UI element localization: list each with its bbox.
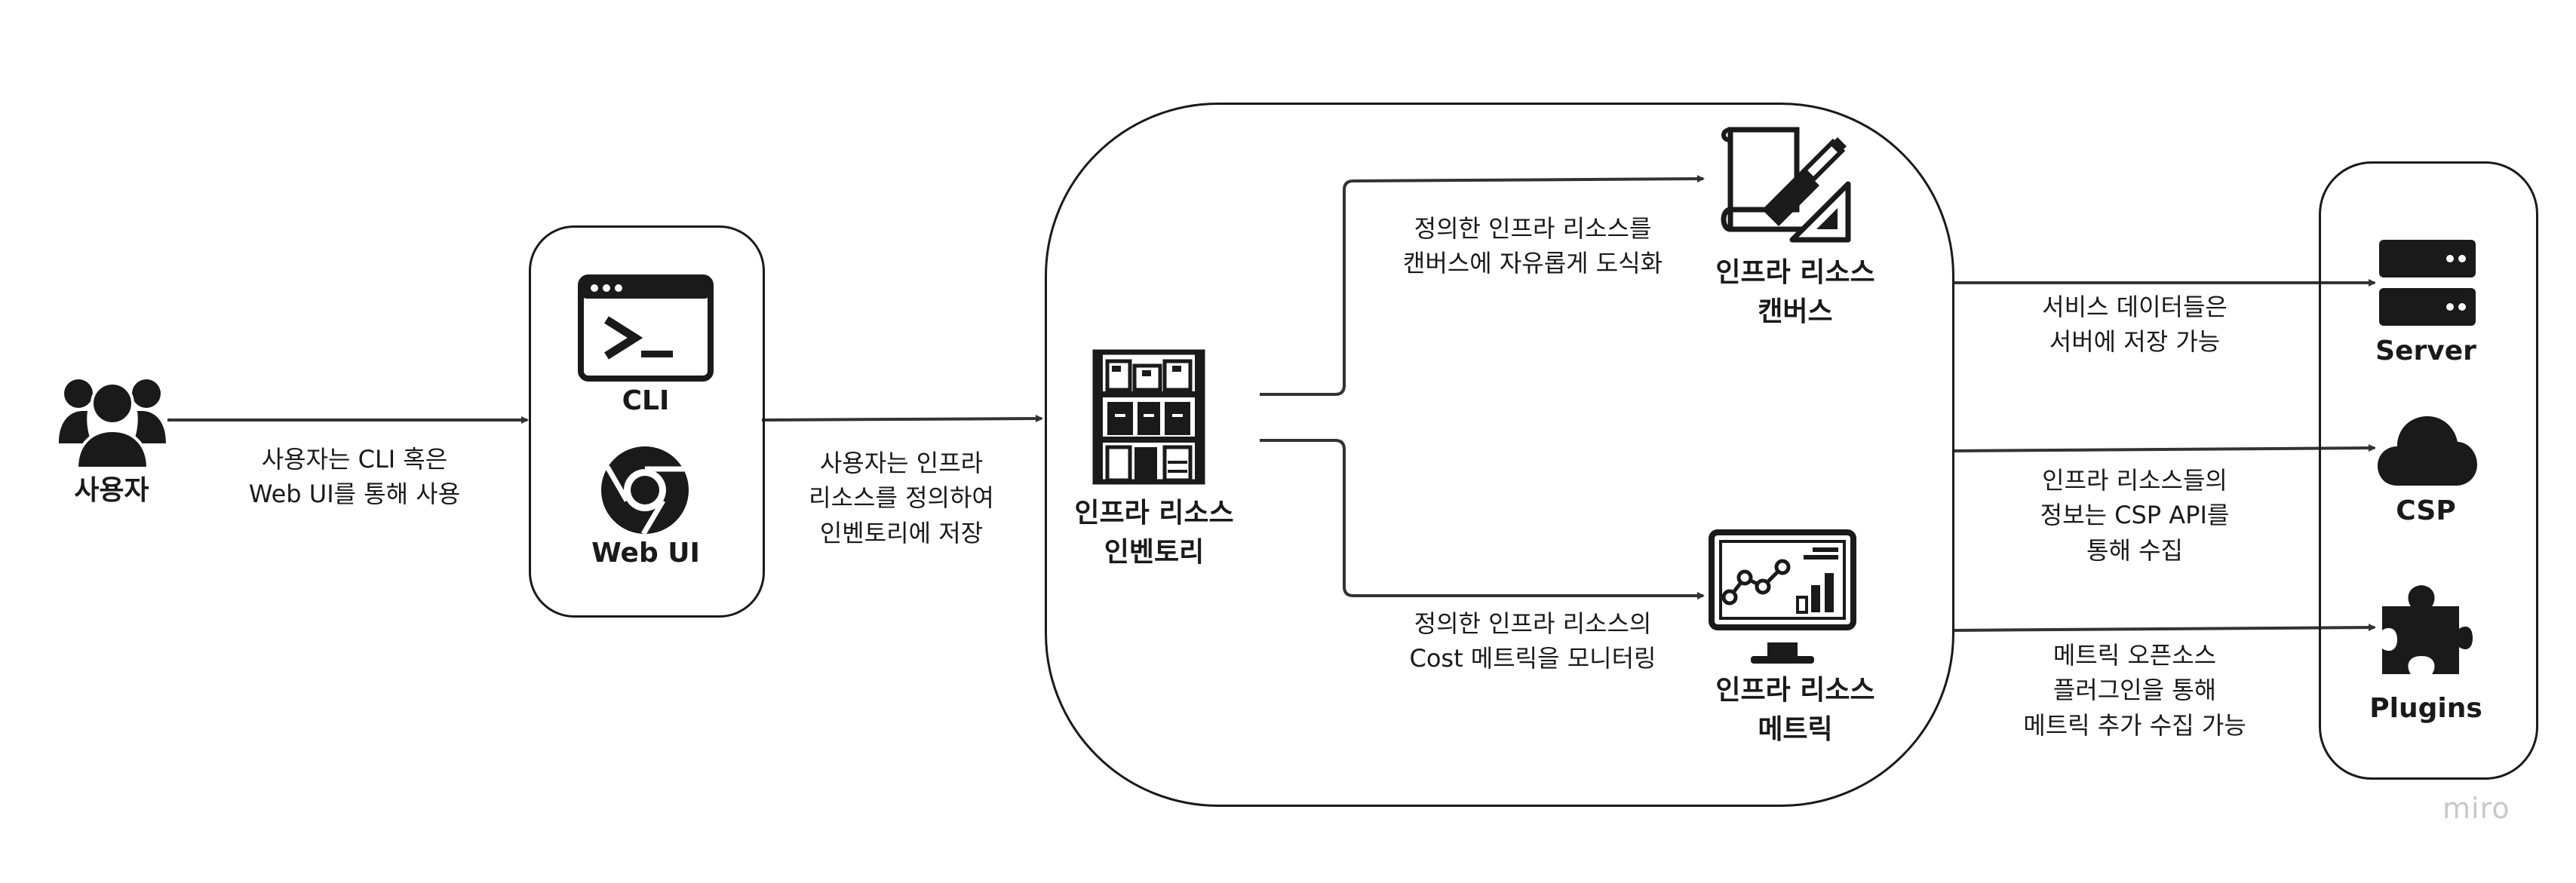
core-group — [1045, 103, 1954, 807]
arrow-inventory-to-metric — [1260, 439, 1705, 599]
edge-label-to-plugins: 메트릭 오픈소스 플러그인을 통해 메트릭 추가 수집 가능 — [1976, 638, 2293, 743]
edge-label-line: 정보는 CSP API를 — [2040, 501, 2230, 530]
edge-label-line: 사용자는 인프라 — [819, 449, 984, 477]
plugins-label: Plugins — [2369, 693, 2482, 724]
server-icon — [2379, 240, 2476, 326]
edge-label-line: 메트릭 추가 수집 가능 — [2023, 710, 2246, 740]
inventory-label-line: 인벤토리 — [1104, 537, 1205, 569]
interface-group — [529, 225, 765, 618]
metric-label: 인프라 리소스 메트릭 — [1682, 671, 1908, 750]
edge-label-line: 인프라 리소스들의 — [2042, 466, 2228, 495]
chrome-icon — [601, 446, 689, 535]
csp-label: CSP — [2396, 495, 2456, 526]
edge-label-to-server: 서비스 데이터들은 서버에 저장 가능 — [1991, 290, 2278, 360]
miro-watermark: miro — [2442, 792, 2510, 825]
edge-label-line: Web UI를 통해 사용 — [248, 480, 461, 509]
edge-label-inventory-to-metric: 정의한 인프라 리소스의 Cost 메트릭을 모니터링 — [1367, 606, 1699, 676]
arrow-to-plugins — [1951, 624, 2376, 632]
edge-label-to-csp: 인프라 리소스들의 정보는 CSP API를 통해 수집 — [1991, 463, 2278, 568]
arrow-interface-to-inventory — [761, 415, 1043, 423]
user-label: 사용자 — [74, 475, 149, 506]
edge-label-line: 정의한 인프라 리소스를 — [1414, 214, 1652, 243]
edge-label-inventory-to-canvas: 정의한 인프라 리소스를 캔버스에 자유롭게 도식화 — [1367, 211, 1699, 281]
edge-label-line: Cost 메트릭을 모니터링 — [1409, 644, 1656, 673]
cli-label: CLI — [622, 385, 670, 416]
blueprint-pencil-icon — [1721, 127, 1851, 243]
edge-label-line: 정의한 인프라 리소스의 — [1414, 609, 1652, 638]
backend-group — [2319, 161, 2538, 780]
inventory-label-line: 인프라 리소스 — [1074, 498, 1234, 529]
metric-label-line: 인프라 리소스 — [1715, 675, 1875, 706]
server-label: Server — [2375, 336, 2476, 366]
webui-label: Web UI — [591, 538, 700, 569]
edge-label-line: 캔버스에 자유롭게 도식화 — [1402, 249, 1663, 278]
cloud-icon — [2378, 416, 2477, 486]
arrow-inventory-to-canvas — [1260, 175, 1705, 396]
edge-label-line: 통해 수집 — [2086, 535, 2183, 565]
edge-label-line: 사용자는 CLI 혹은 — [261, 445, 448, 474]
canvas-label-line: 인프라 리소스 — [1715, 257, 1875, 288]
edge-label-line: 인벤토리에 저장 — [819, 518, 984, 547]
edge-label-line: 플러그인을 통해 — [2053, 676, 2217, 705]
users-group-icon — [59, 379, 166, 468]
inventory-label: 인프라 리소스 인벤토리 — [1041, 494, 1267, 572]
puzzle-icon — [2382, 585, 2473, 674]
terminal-icon — [578, 274, 714, 382]
edge-label-line: 메트릭 오픈소스 — [2053, 641, 2217, 670]
canvas-label: 인프라 리소스 캔버스 — [1682, 253, 1908, 332]
edge-label-line: 리소스를 정의하여 — [809, 483, 994, 513]
monitor-chart-icon — [1709, 529, 1856, 664]
metric-label-line: 메트릭 — [1758, 714, 1833, 746]
edge-label-interface-to-inventory: 사용자는 인프라 리소스를 정의하여 인벤토리에 저장 — [777, 446, 1026, 550]
edge-label-line: 서비스 데이터들은 — [2042, 293, 2228, 321]
edge-label-line: 서버에 저장 가능 — [2049, 327, 2221, 357]
canvas-label-line: 캔버스 — [1758, 296, 1833, 328]
arrow-to-csp — [1951, 444, 2376, 452]
warehouse-shelf-icon — [1092, 349, 1205, 485]
edge-label-user-to-interface: 사용자는 CLI 혹은 Web UI를 통해 사용 — [211, 442, 498, 512]
